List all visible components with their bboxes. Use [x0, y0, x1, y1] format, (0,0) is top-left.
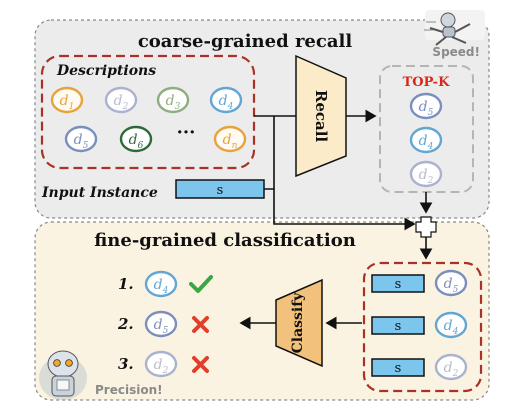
pair-node-4: d4	[434, 311, 468, 339]
result-node-2: d2	[144, 350, 178, 378]
pair-rows: s d5 s d4 s d2	[371, 269, 468, 381]
result-rank: 3.	[118, 355, 134, 373]
pair-node-5-ring	[434, 269, 468, 297]
pairs-box	[362, 261, 483, 393]
pair-s-box	[371, 274, 425, 293]
topk-label: TOP-K	[403, 75, 450, 90]
topk-node-4-ring	[409, 126, 443, 154]
pair-s-label: s	[395, 361, 402, 376]
fine-classification-title: fine-grained classification	[94, 230, 356, 251]
pair-node-5: d5	[434, 269, 468, 297]
merge-plus-icon	[415, 216, 437, 238]
speed-robot-icon	[424, 10, 485, 46]
topk-node-5-ring	[409, 92, 443, 120]
result-row: 1. d4	[118, 270, 213, 298]
description-node-2: d2	[104, 86, 138, 114]
result-rank: 1.	[118, 275, 134, 293]
result-row: 2. d5	[117, 310, 209, 338]
precision-robot-icon	[39, 350, 87, 400]
precision-label: Precision!	[95, 383, 163, 397]
topk-node-2: d2	[409, 160, 443, 188]
recall-label: Recall	[312, 90, 330, 143]
pair-node-2-ring	[434, 353, 468, 381]
description-node-n: dn	[213, 125, 247, 153]
description-node-5: d5	[64, 125, 98, 153]
result-node-5: d5	[144, 310, 178, 338]
pair-s-box	[371, 358, 425, 377]
description-node-n-ring	[213, 125, 247, 153]
check-icon	[189, 275, 213, 293]
topk-node-2-ring	[409, 160, 443, 188]
topk-node-5: d5	[409, 92, 443, 120]
description-node-1: d1	[50, 86, 84, 114]
topk-node-4: d4	[409, 126, 443, 154]
pair-node-4-ring	[434, 311, 468, 339]
input-s-label: s	[217, 183, 224, 198]
description-node-3-ring	[156, 86, 190, 114]
pair-row: s d4	[371, 311, 468, 339]
result-rank: 2.	[117, 315, 134, 333]
descriptions-box	[40, 54, 256, 170]
description-nodes: d1 d2 d3 d4 d5 d6 dn	[50, 86, 247, 153]
description-node-5-ring	[64, 125, 98, 153]
description-node-1-ring	[50, 86, 84, 114]
result-node-5-ring	[144, 310, 178, 338]
ellipsis: ···	[177, 122, 196, 143]
classify-label: Classify	[290, 292, 306, 354]
description-node-6-ring	[119, 125, 153, 153]
pair-s-box	[371, 316, 425, 335]
cross-icon	[192, 316, 209, 333]
description-node-4-ring	[209, 86, 243, 114]
description-node-6: d6	[119, 125, 153, 153]
pair-row: s d5	[371, 269, 468, 297]
speed-label: Speed!	[432, 45, 480, 59]
pair-node-2: d2	[434, 353, 468, 381]
result-node-2-ring	[144, 350, 178, 378]
topk-nodes: d5 d4 d2	[409, 92, 443, 188]
coarse-recall-title: coarse-grained recall	[138, 31, 353, 52]
pair-s-label: s	[395, 277, 402, 292]
input-instance-label: Input Instance	[41, 185, 158, 201]
description-node-4: d4	[209, 86, 243, 114]
fine-classification-panel	[34, 221, 490, 401]
result-node-4-ring	[144, 270, 178, 298]
result-rows: 1. d4 2. d5 3. d2	[117, 270, 213, 378]
description-node-3: d3	[156, 86, 190, 114]
result-row: 3. d2	[118, 350, 209, 378]
description-node-2-ring	[104, 86, 138, 114]
result-node-4: d4	[144, 270, 178, 298]
recall-module	[295, 54, 347, 178]
cross-icon	[192, 356, 209, 373]
pair-s-label: s	[395, 319, 402, 334]
descriptions-label: Descriptions	[56, 63, 156, 79]
input-to-merge-arrow	[273, 189, 416, 231]
pair-row: s d2	[371, 353, 468, 381]
classify-module	[275, 278, 323, 368]
